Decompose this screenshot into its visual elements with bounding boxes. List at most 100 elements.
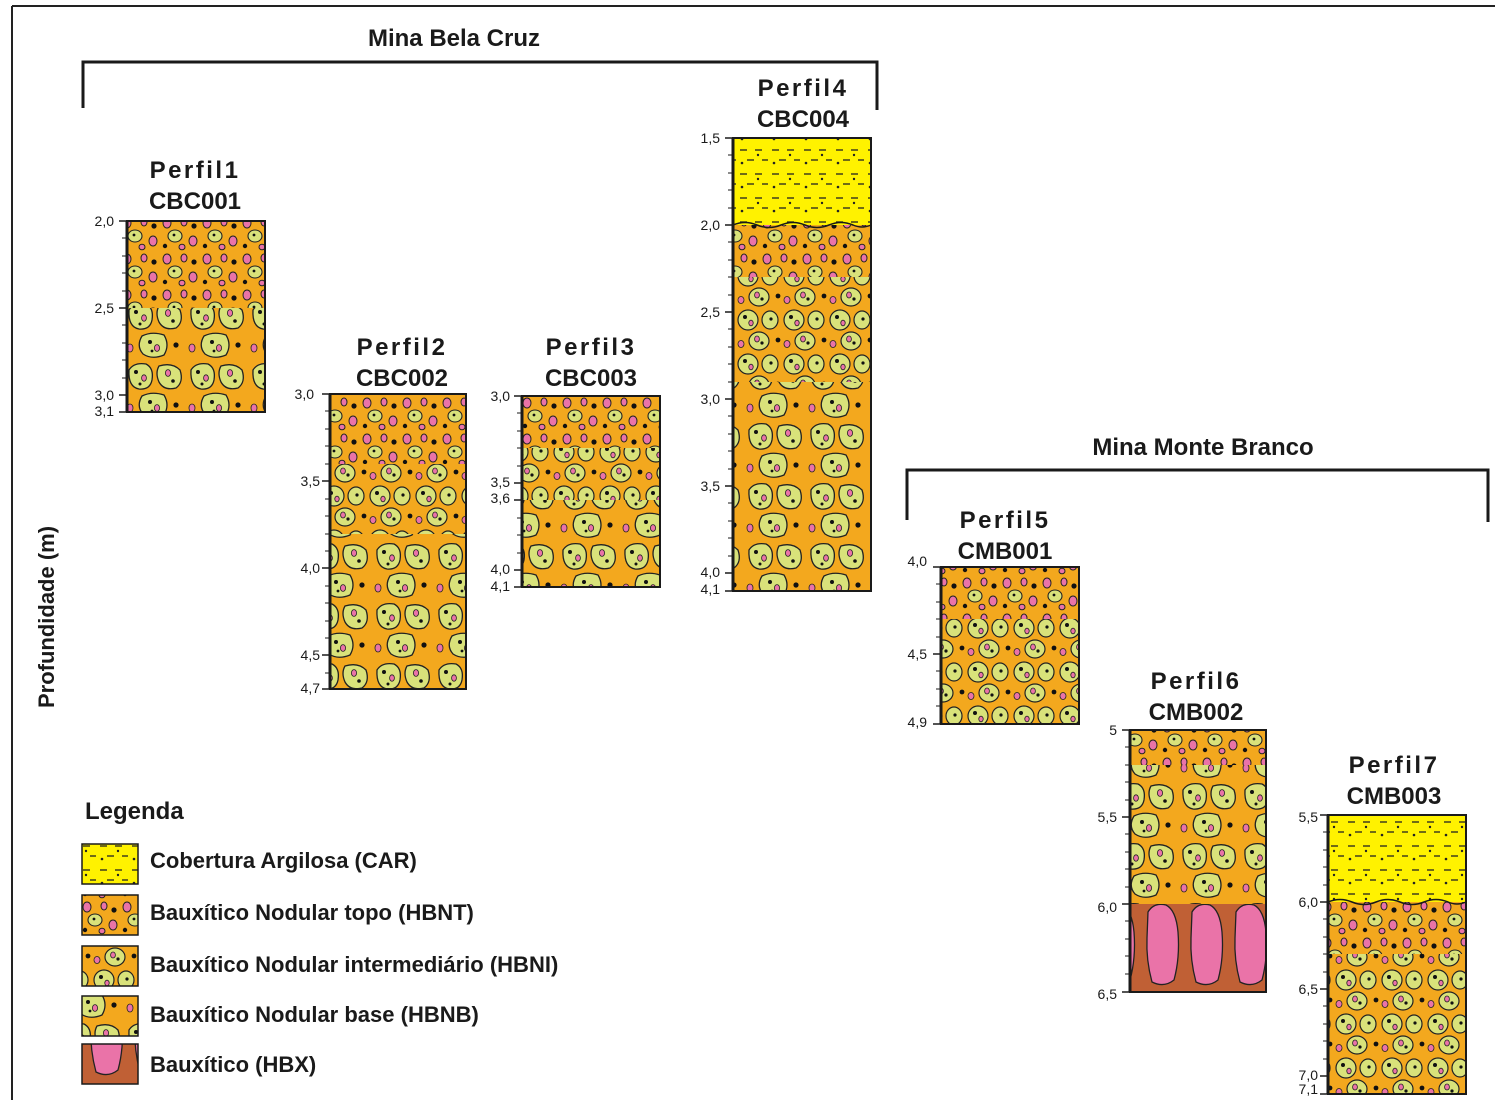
profile-5-tick-label: 4,0 (908, 553, 928, 569)
profile-4-minor-ticks (728, 154, 733, 557)
profile-2-tick-label: 3,5 (301, 473, 321, 489)
profile-4-tick-label: 3,0 (701, 391, 721, 407)
profile-7-layer-hbnt (1328, 902, 1466, 954)
bracket-bela-cruz (81, 60, 879, 110)
profile-1-name: Perfil1 (150, 157, 241, 184)
profile-1-tick-label: 2,0 (95, 213, 115, 229)
profile-4-tick-label: 2,0 (701, 217, 721, 233)
profile-4-tick-label: 4,0 (701, 564, 721, 580)
profile-3-major-ticks (514, 395, 522, 588)
profile-2-tick-label: 3,0 (295, 386, 315, 402)
legend-label: Bauxítico (HBX) (150, 1052, 316, 1077)
profile-5-layer-hbnt (941, 567, 1079, 619)
profile-4-name: Perfil4 (758, 75, 849, 102)
legend-label: Bauxítico Nodular topo (HBNT) (150, 900, 474, 925)
profile-5-tick-label: 4,9 (908, 714, 928, 730)
profile-1-major-ticks (119, 220, 127, 413)
profile-3-tick-label: 4,1 (491, 578, 511, 594)
profile-2-tick-label: 4,0 (301, 560, 321, 576)
profile-3-tick-label: 3,5 (491, 474, 511, 490)
legend-swatch-hbx (81, 1043, 139, 1085)
profile-7-name: Perfil7 (1349, 752, 1440, 779)
profile-7-code: CMB003 (1347, 783, 1442, 810)
legend-swatch-hbnt (81, 894, 139, 936)
bracket-monte-branco (905, 468, 1490, 522)
profile-2-layer-hbnb (330, 534, 466, 689)
profile-3-tick-label: 4,0 (491, 561, 511, 577)
legend: Legenda Cobertura Argilosa (CAR) Bauxíti… (81, 798, 558, 1085)
profile-1-tick-label: 3,0 (95, 387, 115, 403)
profile-3-code: CBC003 (545, 365, 637, 392)
profile-5-tick-label: 4,5 (908, 646, 928, 662)
profile-2-minor-ticks (325, 410, 330, 674)
profile-5-minor-ticks (936, 583, 941, 707)
profile-3-layer-hbnb (522, 500, 660, 587)
profile-3-tick-label: 3,0 (491, 388, 511, 404)
profile-7-tick-label: 6,5 (1299, 981, 1319, 997)
profile-5-code: CMB001 (958, 538, 1053, 565)
profile-3: Perfil3 CBC003 3,0 3,5 3,6 4,0 4,1 (491, 334, 661, 594)
profile-6-tick-label: 5 (1109, 722, 1117, 738)
profile-4-code: CBC004 (757, 106, 850, 133)
profile-4-layer-hbnt (733, 225, 871, 277)
profile-6-tick-label: 6,5 (1098, 986, 1118, 1002)
profile-6-minor-ticks (1125, 746, 1130, 975)
profile-4-layer-hbni (733, 277, 871, 382)
profile-5-major-ticks (933, 566, 941, 725)
profile-2-layer-hbni (330, 464, 466, 534)
profile-6-major-ticks (1122, 729, 1130, 993)
profile-7-tick-label: 7,0 (1299, 1067, 1319, 1083)
legend-swatch-hbni (81, 945, 139, 987)
profile-4-wavy-contact (732, 221, 872, 229)
profile-6-layer-hbnt (1130, 730, 1266, 765)
profile-6-tick-label: 5,5 (1098, 809, 1118, 825)
profile-2-layer-hbnt (330, 394, 466, 464)
profile-7-layer-hbni (1328, 954, 1466, 1094)
profile-4-major-ticks (725, 137, 733, 592)
profile-2: Perfil2 CBC002 3,0 3,5 4,0 4,5 4,7 (295, 334, 467, 696)
profile-1-tick-label: 3,1 (95, 403, 115, 419)
profile-2-code: CBC002 (356, 365, 448, 392)
legend-title: Legenda (85, 798, 184, 825)
profile-1-tick-label: 2,5 (95, 300, 115, 316)
mine-title-bela-cruz: Mina Bela Cruz (368, 25, 540, 52)
profile-2-name: Perfil2 (357, 334, 448, 361)
profile-7: Perfil7 CMB003 5,5 6,0 6,5 7,0 7,1 (1299, 752, 1467, 1097)
profile-2-tick-label: 4,5 (301, 647, 321, 663)
profile-1-layer-hbnb (127, 308, 265, 412)
profile-1-layer-hbnt (127, 221, 265, 308)
profile-4-tick-label: 1,5 (701, 130, 721, 146)
profile-4-layer-car (733, 138, 871, 225)
profile-5-name: Perfil5 (960, 507, 1051, 534)
profile-1: Perfil1 CBC001 2,0 2,5 3,0 3,1 (95, 157, 266, 419)
profile-7-major-ticks (1320, 814, 1328, 1095)
profile-7-tick-label: 5,5 (1299, 809, 1319, 825)
profile-4-tick-label: 4,1 (701, 581, 721, 597)
profile-7-layer-car (1328, 815, 1466, 902)
profile-3-tick-label: 3,6 (491, 490, 511, 506)
profile-6-layer-hbnb (1130, 765, 1266, 904)
mine-title-monte-branco: Mina Monte Branco (1092, 434, 1313, 461)
profile-7-tick-label: 7,1 (1299, 1081, 1319, 1097)
profile-2-tick-label: 4,7 (301, 680, 321, 696)
y-axis-label: Profundidade (m) (34, 526, 59, 708)
profile-3-minor-ticks (517, 412, 522, 554)
profile-4: Perfil4 CBC004 1,5 2,0 2,5 3,0 3,5 4,0 4… (701, 75, 872, 597)
profile-7-wavy-contact (1327, 898, 1467, 906)
profile-6-code: CMB002 (1149, 699, 1244, 726)
legend-label: Cobertura Argilosa (CAR) (150, 848, 417, 873)
legend-swatch-car (81, 843, 139, 885)
legend-label: Bauxítico Nodular intermediário (HBNI) (150, 952, 558, 977)
legend-label: Bauxítico Nodular base (HBNB) (150, 1002, 479, 1027)
profile-2-major-ticks (322, 393, 330, 690)
profile-3-layer-hbnt (522, 396, 660, 448)
profile-6-layer-hbx (1130, 904, 1266, 992)
profile-3-name: Perfil3 (546, 334, 637, 361)
profile-4-layer-hbnb (733, 382, 871, 591)
profile-6-name: Perfil6 (1151, 668, 1242, 695)
legend-swatch-hbnb (81, 995, 139, 1037)
profile-5-layer-hbni (941, 619, 1079, 724)
profile-5: Perfil5 CMB001 4,0 4,5 4,9 (908, 507, 1080, 730)
profile-1-minor-ticks (122, 237, 127, 379)
